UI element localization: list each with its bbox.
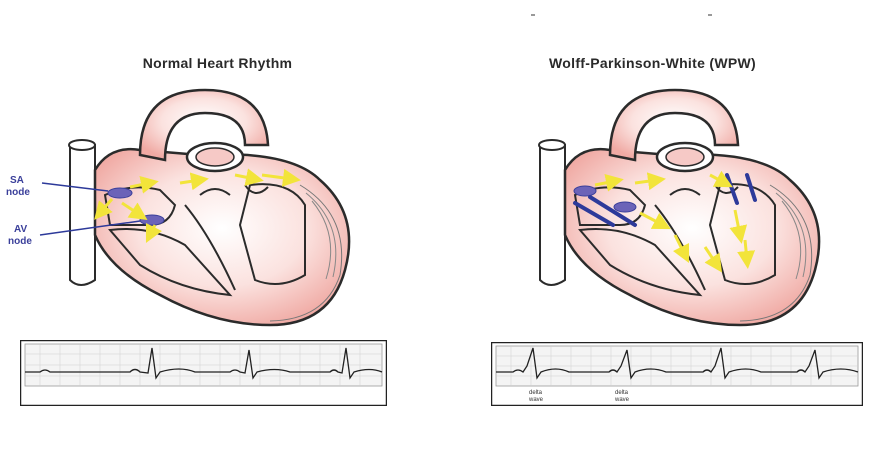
panel-title: Wolff-Parkinson-White (WPW) bbox=[549, 55, 756, 71]
conduction-arrows bbox=[94, 168, 301, 244]
ecg-strip bbox=[20, 340, 387, 406]
ecg-strip: delta wave delta wave bbox=[491, 342, 863, 406]
heart-body bbox=[93, 147, 351, 327]
delta-wave-label-2: wave bbox=[614, 397, 630, 403]
av-node-label-2: node bbox=[8, 236, 32, 247]
av-node bbox=[613, 201, 637, 213]
ecg-trace bbox=[25, 347, 383, 380]
accessory-pathways bbox=[573, 173, 757, 227]
sa-node bbox=[107, 187, 133, 199]
sa-node-label: SA bbox=[10, 175, 24, 186]
normal-rhythm-panel: Normal Heart Rhythm bbox=[6, 55, 387, 406]
panel-title: Normal Heart Rhythm bbox=[142, 55, 293, 71]
heart-illustration: SA node AV node bbox=[6, 88, 351, 327]
delta-wave-label: delta bbox=[529, 390, 543, 396]
aorta bbox=[138, 88, 270, 162]
delta-wave-label-2: wave bbox=[528, 397, 544, 403]
av-node-label: AV bbox=[14, 224, 27, 235]
aorta bbox=[608, 88, 740, 162]
conduction-arrows bbox=[594, 170, 756, 273]
delta-wave-label: delta bbox=[615, 390, 629, 396]
sa-node bbox=[573, 185, 597, 197]
decorative-mark bbox=[708, 14, 712, 16]
heart-body bbox=[563, 147, 821, 327]
sa-node-label-2: node bbox=[6, 187, 30, 198]
decorative-mark bbox=[531, 14, 535, 16]
heart-illustration bbox=[538, 88, 821, 327]
vena-cava bbox=[69, 144, 96, 286]
ecg-trace bbox=[496, 347, 859, 380]
wpw-panel: Wolff-Parkinson-White (WPW) bbox=[435, 0, 870, 470]
av-node bbox=[139, 214, 165, 226]
